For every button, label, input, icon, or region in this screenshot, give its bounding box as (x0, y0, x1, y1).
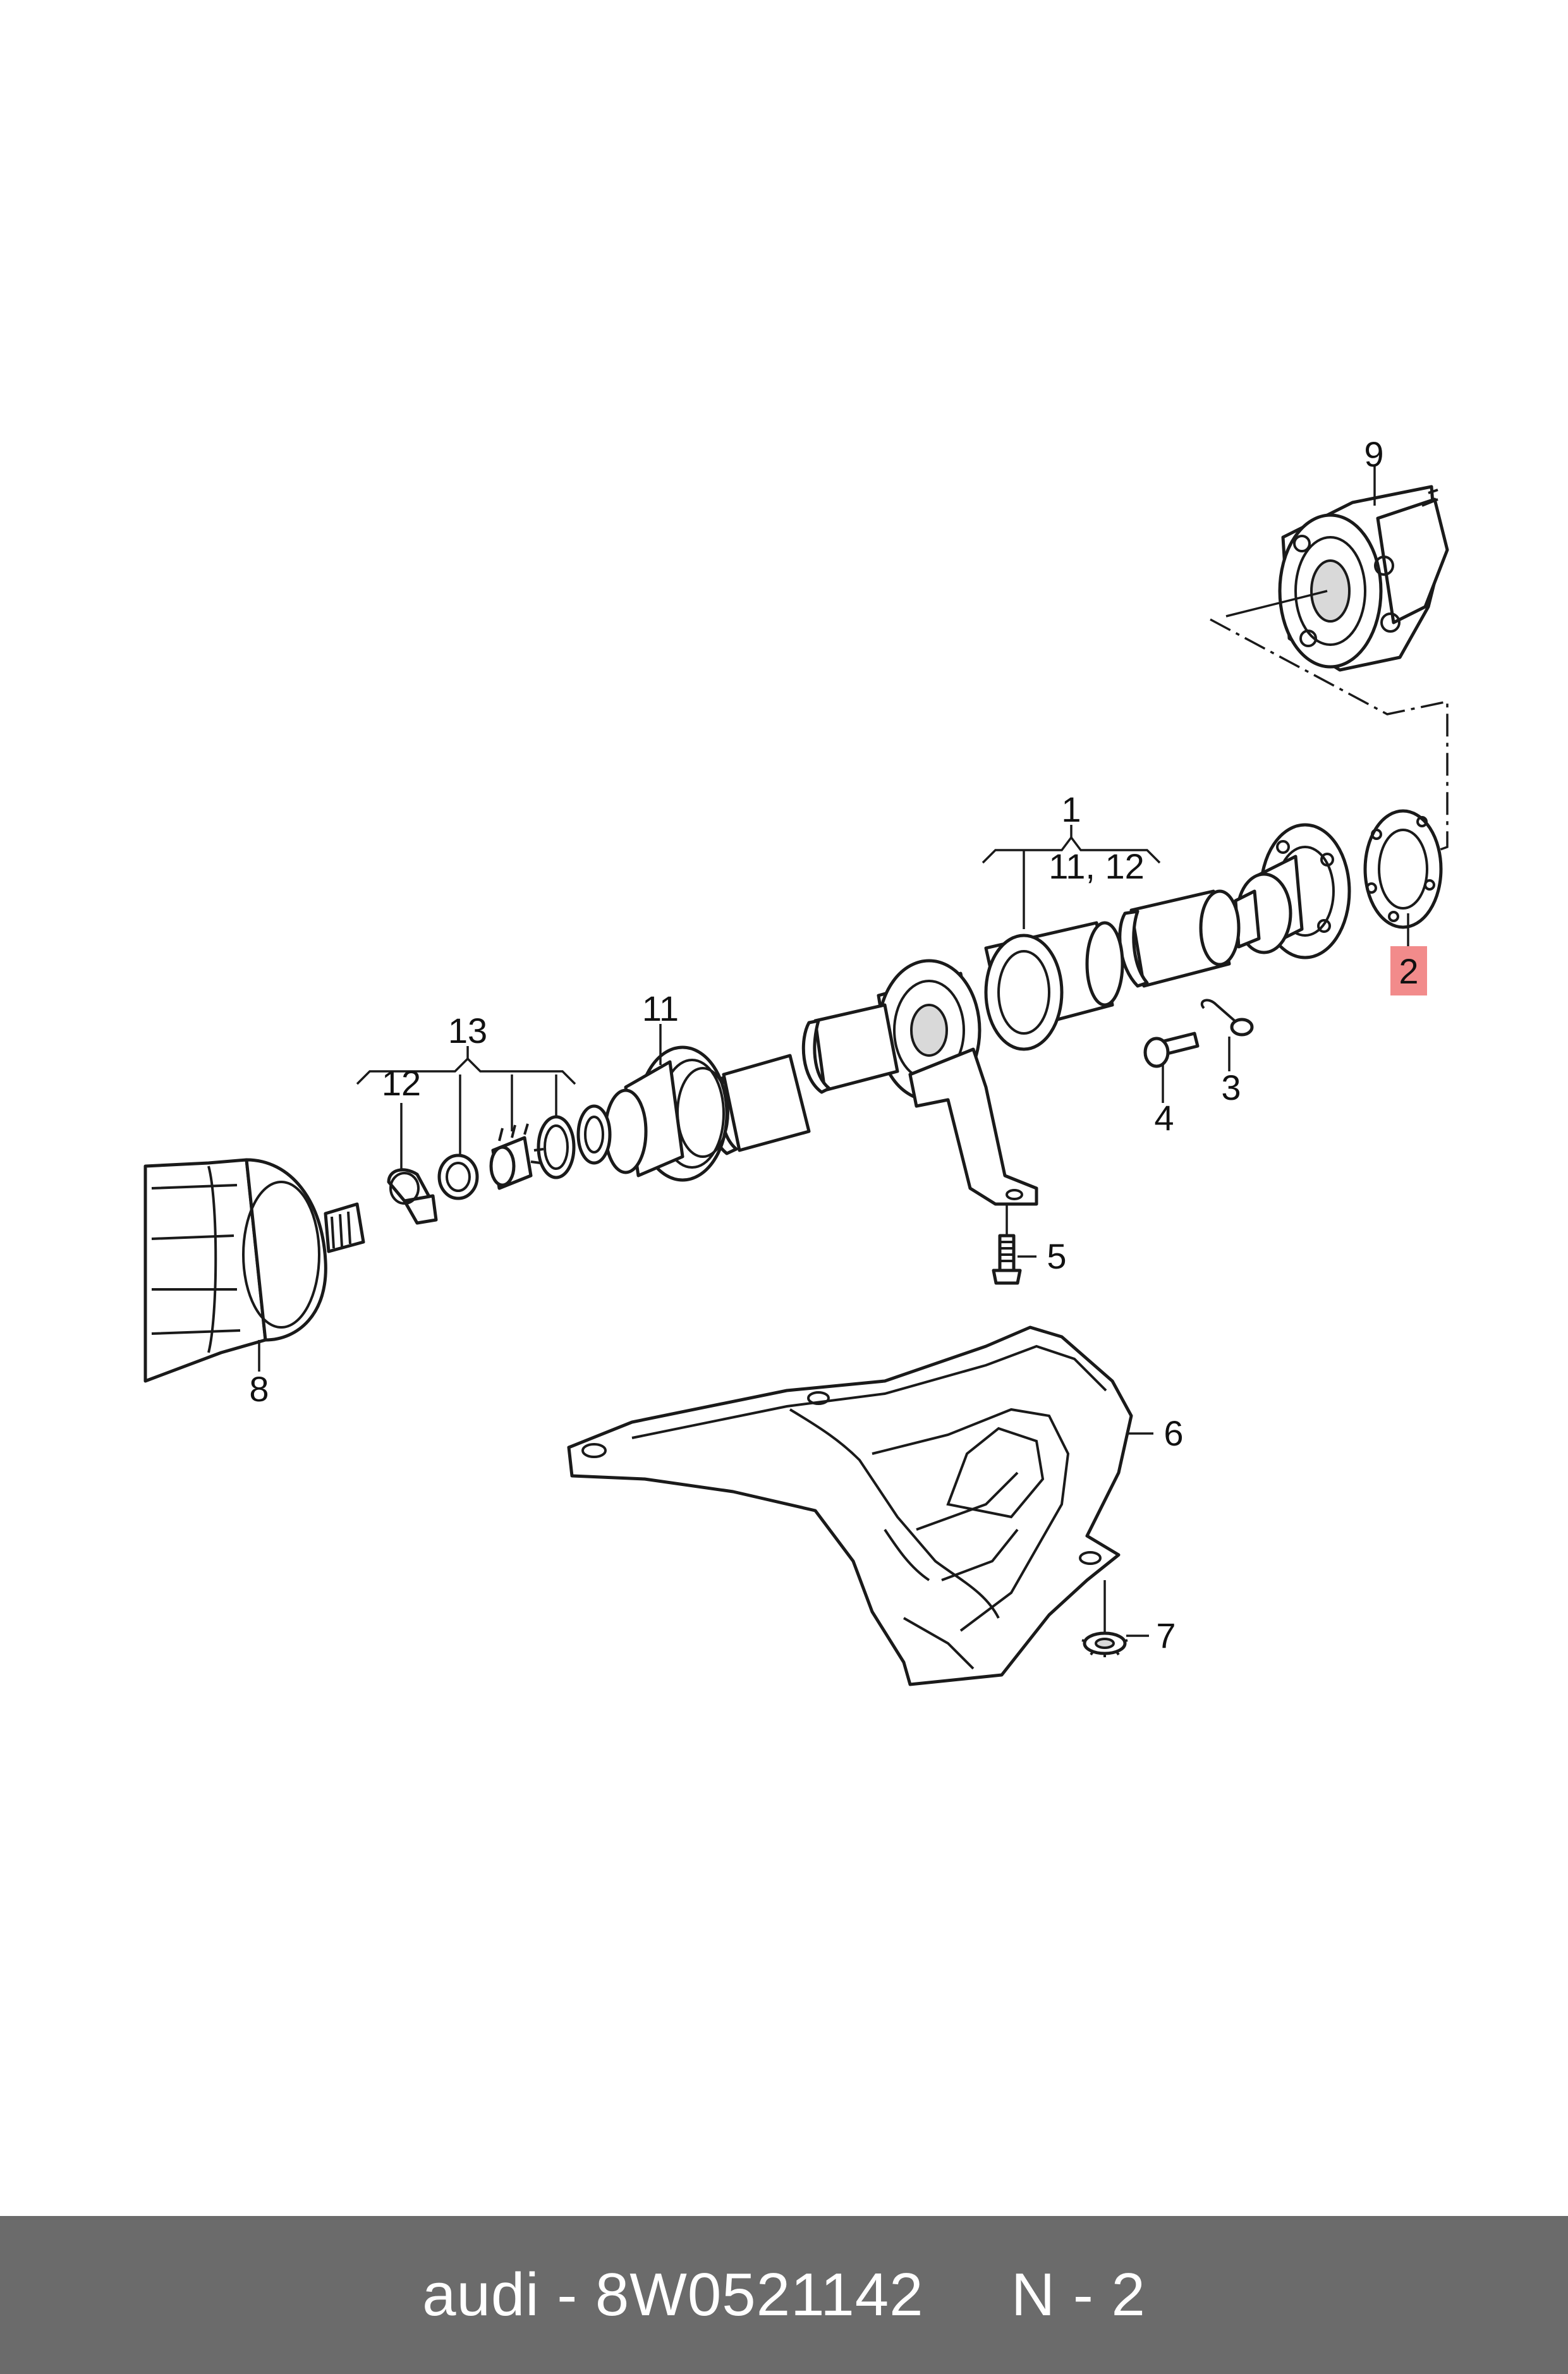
part-12-clamp (387, 1103, 438, 1225)
part-13-ring-set (437, 1074, 576, 1200)
part-6-heat-shield (567, 1325, 1153, 1686)
part-4-bolt (1143, 1032, 1200, 1103)
callout-12-label: 12 (382, 1063, 421, 1103)
part-8-transmission (143, 1158, 365, 1383)
callout-1-sub-label: 11, 12 (1048, 846, 1145, 886)
footer-bar: audi - 8W0521142 N - 2 (0, 2216, 1568, 2374)
part-5-bolt (992, 1204, 1036, 1285)
callout-5-label: 5 (1047, 1236, 1066, 1276)
shaft-tube-rear (1118, 889, 1241, 988)
part-1-propshaft-center (801, 850, 1124, 1206)
callout-4-label: 4 (1154, 1098, 1174, 1138)
callout-6-label: 6 (1164, 1413, 1183, 1453)
part-7-nut (1081, 1580, 1149, 1657)
part-2-gasket (1363, 809, 1443, 951)
callout-2-label: 2 (1399, 951, 1418, 991)
callout-9-label: 9 (1364, 434, 1383, 474)
callout-2-highlight (1390, 946, 1427, 995)
callout-11-label: 11 (642, 989, 679, 1028)
part-number-caption: audi - 8W0521142 N - 2 (422, 2261, 1146, 2328)
exploded-parts-diagram: 1 11, 12 2 3 4 5 6 7 8 9 11 12 13 (143, 434, 1449, 1686)
callout-3-label: 3 (1221, 1068, 1241, 1107)
alignment-line (1210, 618, 1449, 861)
callout-7-label: 7 (1156, 1616, 1176, 1655)
callout-13-label: 13 (448, 1011, 487, 1050)
shaft-rear-joint (1234, 823, 1351, 959)
callout-8-label: 8 (249, 1369, 269, 1409)
callout-1-label: 1 (1061, 789, 1081, 829)
part-9-differential (1278, 465, 1449, 672)
part-3-clip (1200, 999, 1254, 1071)
part-11-cv-joint (576, 1024, 811, 1182)
